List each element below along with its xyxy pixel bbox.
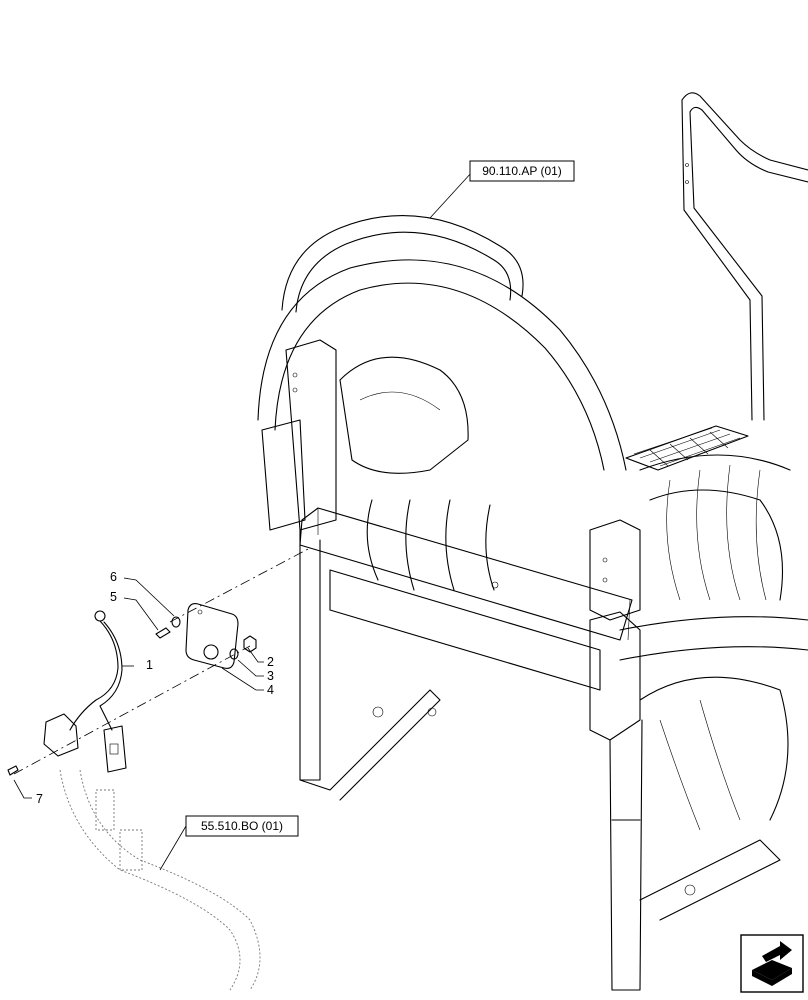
mounting-plate (185, 603, 239, 669)
washer-6 (171, 616, 181, 628)
centerline-lower (13, 645, 251, 775)
handrail (681, 92, 808, 421)
reference-box-bottom[interactable]: 55.510.BO (01) (185, 815, 299, 837)
ghost-wiring (59, 769, 261, 991)
leader-lines (13, 171, 473, 871)
screw-7 (7, 765, 19, 776)
fender-seat-frame (257, 215, 808, 991)
washer-3 (229, 648, 239, 660)
callout-6[interactable]: 6 (110, 570, 117, 584)
callout-2[interactable]: 2 (267, 655, 274, 669)
callout-7[interactable]: 7 (36, 792, 43, 806)
callout-4[interactable]: 4 (267, 683, 274, 697)
next-page-icon[interactable] (740, 934, 804, 993)
callout-3[interactable]: 3 (267, 669, 274, 683)
reference-label-top: 90.110.AP (01) (482, 164, 562, 178)
step-plate (625, 425, 749, 471)
reference-label-bottom: 55.510.BO (01) (201, 819, 283, 833)
wiring-harness (43, 610, 127, 773)
screw-5 (155, 627, 171, 639)
callout-1[interactable]: 1 (146, 658, 153, 672)
callout-5[interactable]: 5 (110, 590, 117, 604)
nut-2 (243, 635, 257, 653)
centerline-upper (169, 547, 311, 623)
reference-box-top[interactable]: 90.110.AP (01) (469, 160, 575, 182)
